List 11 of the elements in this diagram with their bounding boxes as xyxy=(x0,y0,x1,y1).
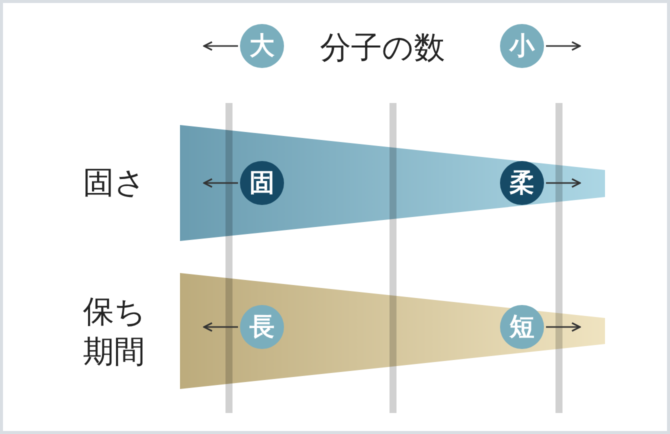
arrow xyxy=(546,41,581,51)
arrow xyxy=(546,178,581,188)
row-label: 保ち期間 xyxy=(83,293,147,372)
circle-badge: 小 xyxy=(500,24,544,68)
circle-badge: 大 xyxy=(240,24,284,68)
arrow xyxy=(203,41,238,51)
arrow xyxy=(203,178,238,188)
row-label: 固さ xyxy=(83,164,146,203)
arrow xyxy=(203,322,238,332)
axis-title: 分子の数 xyxy=(320,29,445,68)
arrow xyxy=(546,322,581,332)
